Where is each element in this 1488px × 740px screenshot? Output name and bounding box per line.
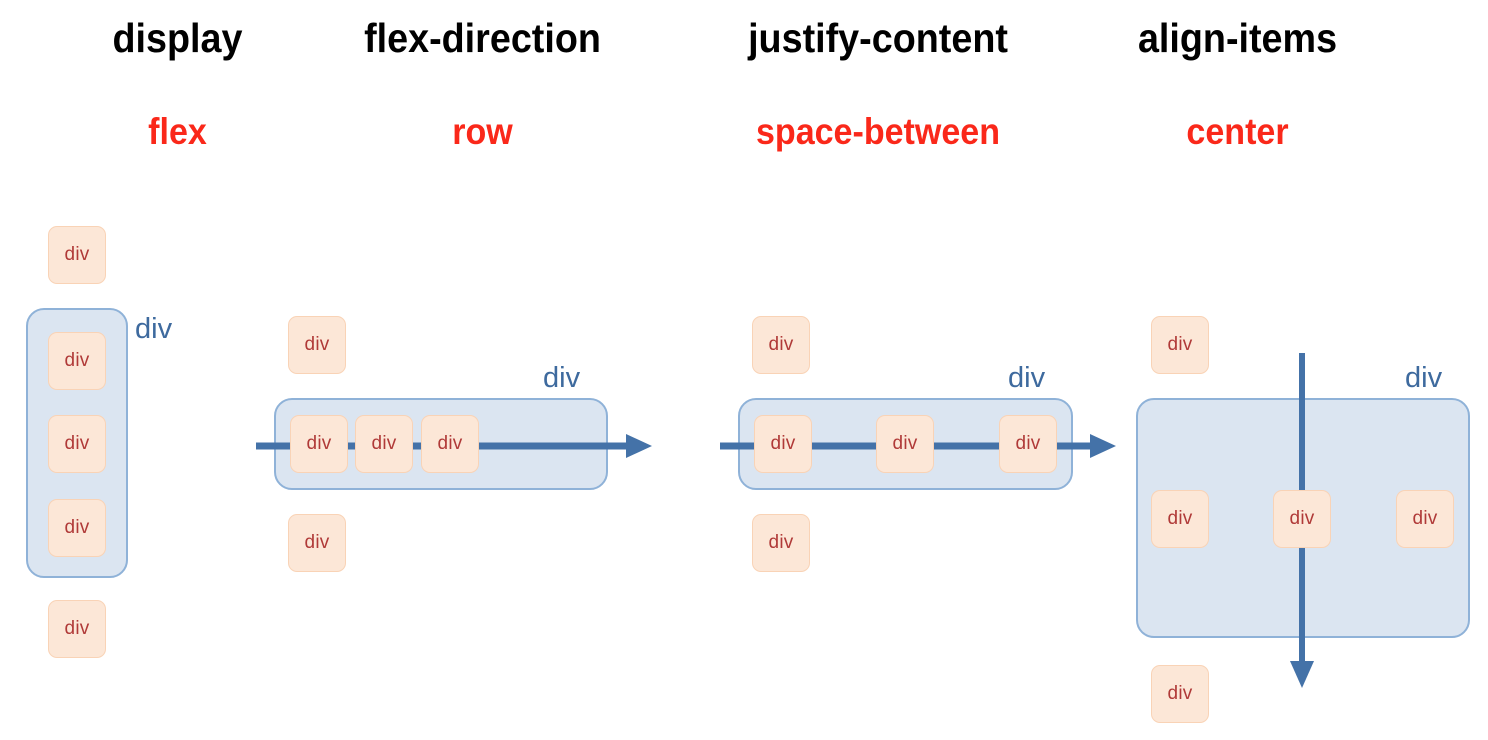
header-value-flex: flex (148, 111, 207, 152)
outside-item-below: div (1151, 665, 1209, 723)
outside-item-above: div (48, 226, 106, 284)
inside-item: div (999, 415, 1057, 473)
outside-item-above: div (288, 316, 346, 374)
container-label-display-flex: div (135, 313, 173, 345)
inside-item: div (48, 415, 106, 473)
container-label-flex-direction-row: div (543, 362, 581, 394)
header-value-space-between: space-between (755, 111, 1001, 152)
outside-item-above: div (1151, 316, 1209, 374)
outside-item-below: div (48, 600, 106, 658)
inside-item: div (421, 415, 479, 473)
header-property-flex-direction: flex-direction (364, 15, 601, 61)
inside-item: div (355, 415, 413, 473)
inside-item: div (876, 415, 934, 473)
header-property-align-items: align-items (1137, 15, 1338, 61)
header-property-display: display (112, 15, 243, 61)
inside-item: div (1273, 490, 1331, 548)
inside-item: div (1396, 490, 1454, 548)
inside-item: div (48, 332, 106, 390)
outside-item-below: div (752, 514, 810, 572)
inside-item: div (290, 415, 348, 473)
outside-item-above: div (752, 316, 810, 374)
header-property-justify-content: justify-content (748, 15, 1008, 61)
inside-item: div (48, 499, 106, 557)
outside-item-below: div (288, 514, 346, 572)
container-label-justify-content-space-between: div (1008, 362, 1046, 394)
container-label-align-items-center: div (1405, 362, 1443, 394)
header-value-row: row (452, 111, 513, 152)
inside-item: div (754, 415, 812, 473)
inside-item: div (1151, 490, 1209, 548)
header-value-center: center (1186, 111, 1289, 152)
